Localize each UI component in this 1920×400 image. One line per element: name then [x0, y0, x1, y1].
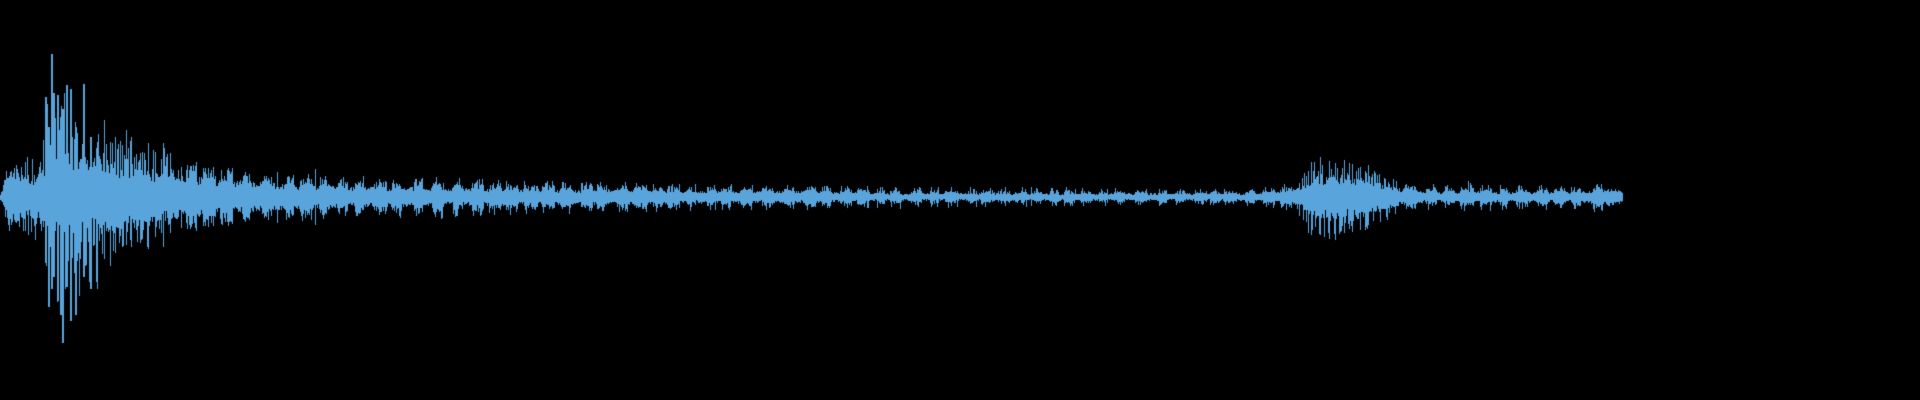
audio-waveform-canvas	[0, 0, 1920, 400]
audio-waveform-viewer	[0, 0, 1920, 400]
